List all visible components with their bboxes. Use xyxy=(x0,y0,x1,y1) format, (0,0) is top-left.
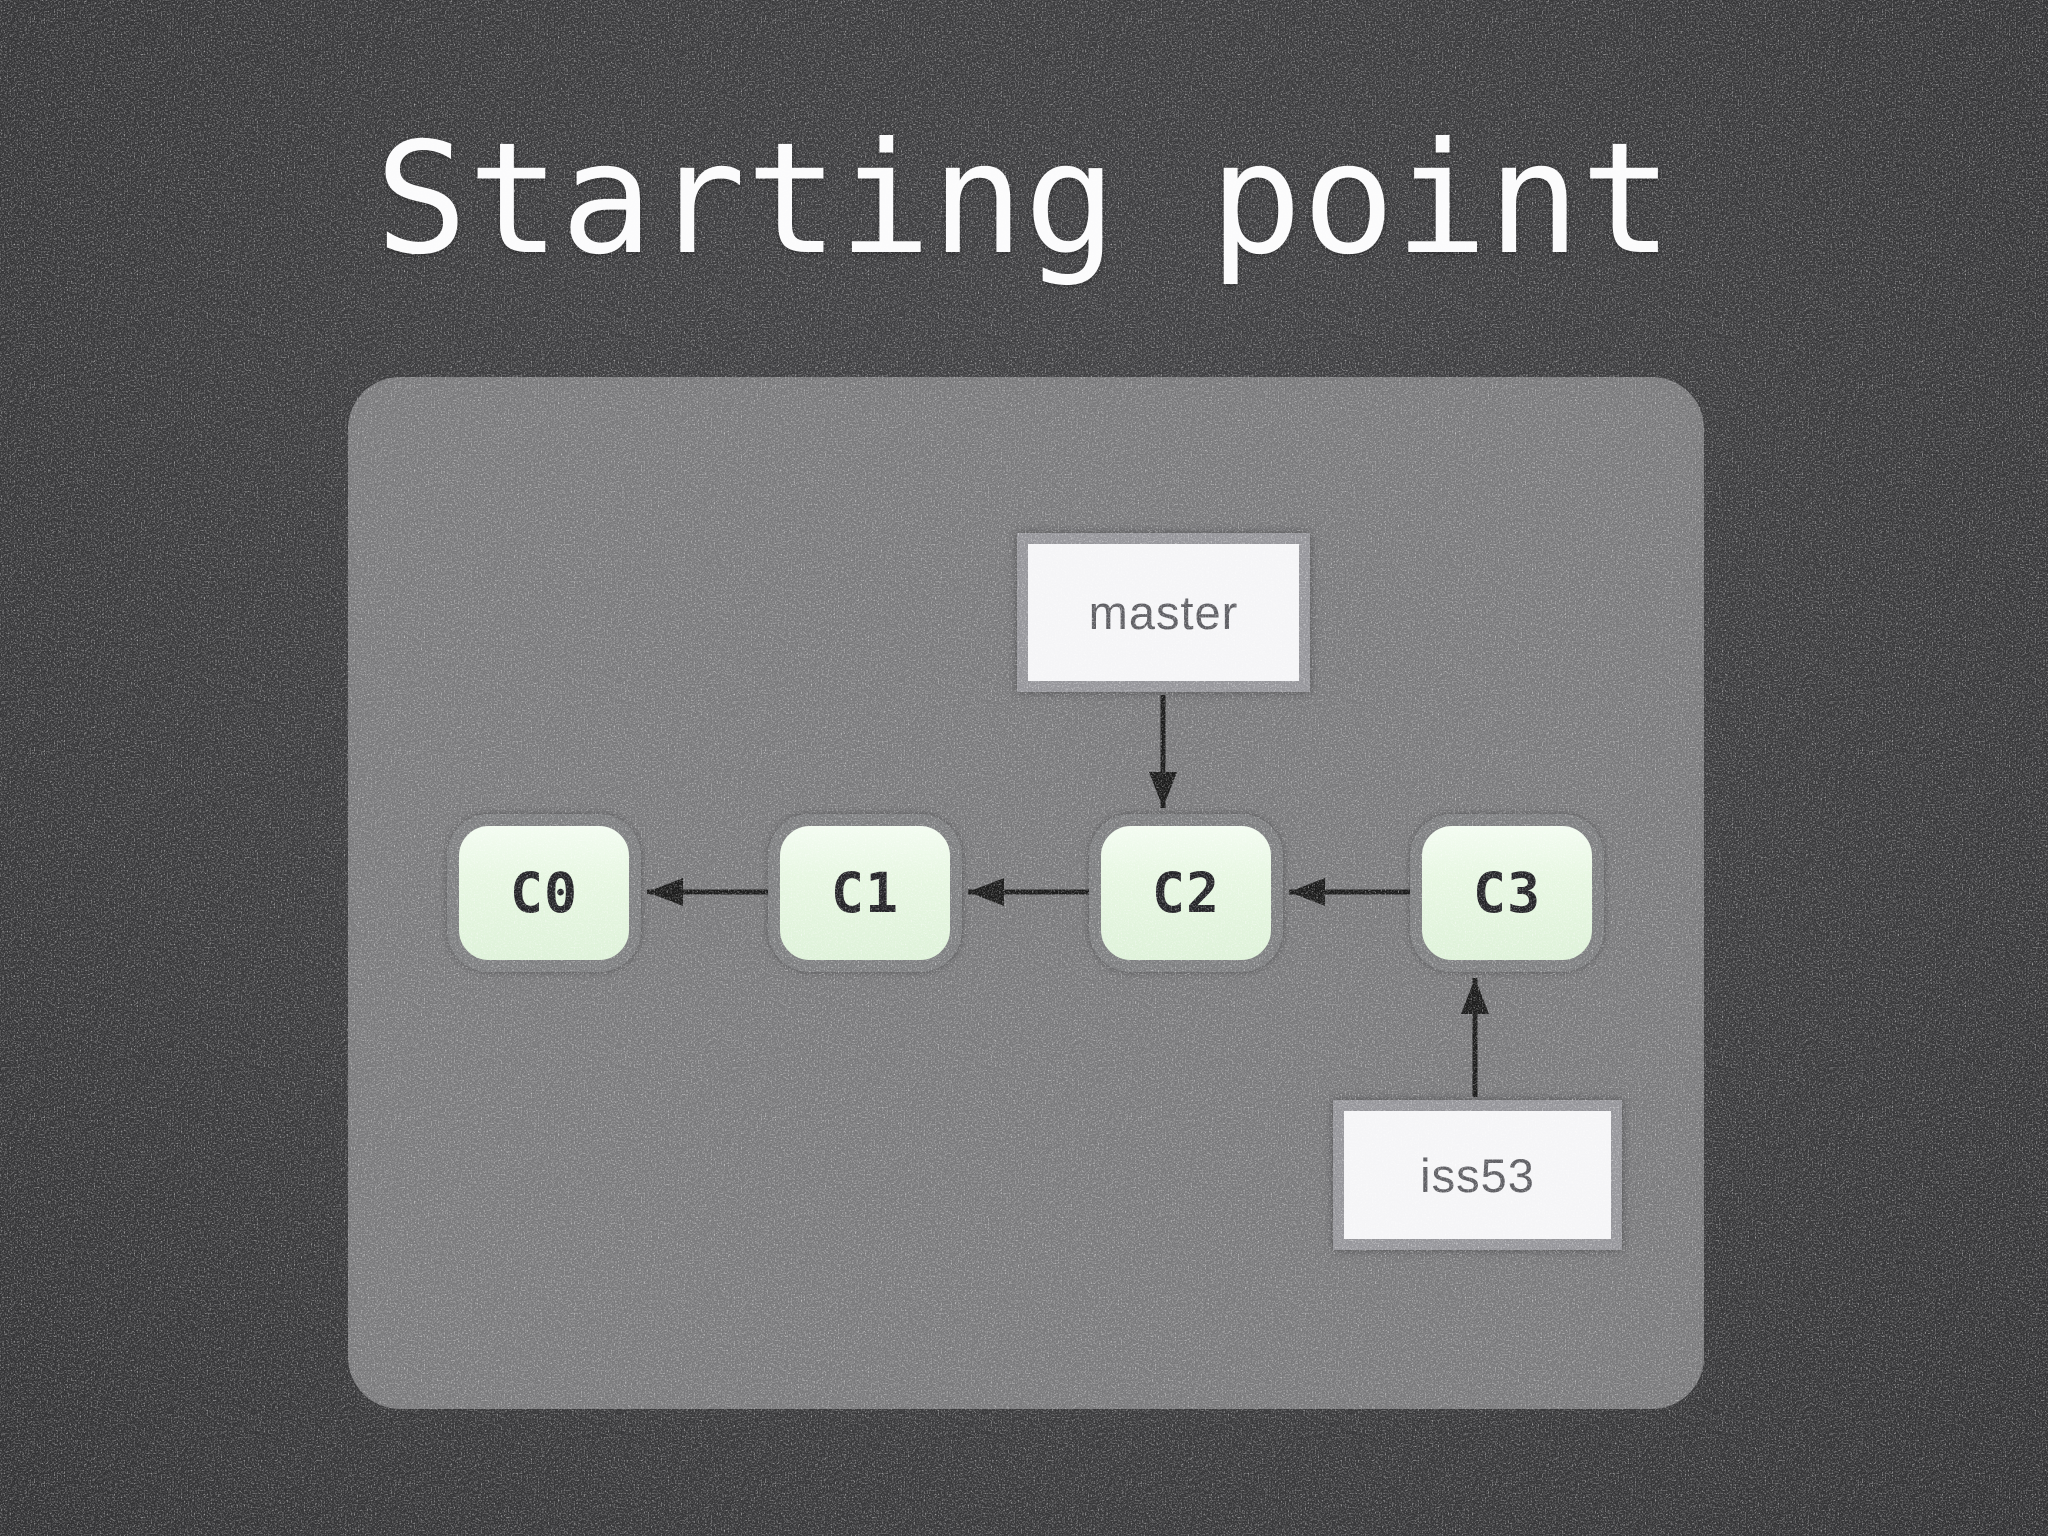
commit-node-c0: C0 xyxy=(447,814,641,972)
commit-id-text: C1 xyxy=(830,861,900,925)
commit-id-text: C3 xyxy=(1472,861,1542,925)
branch-name-text: iss53 xyxy=(1420,1148,1535,1202)
branch-label-master: master xyxy=(1017,533,1310,692)
branch-label-iss53: iss53 xyxy=(1333,1100,1622,1250)
commit-node-c3: C3 xyxy=(1410,814,1604,972)
slide-title: Starting point xyxy=(374,110,1674,289)
commit-id-text: C0 xyxy=(509,861,579,925)
commit-node-c2: C2 xyxy=(1089,814,1283,972)
diagram-panel: master C0 C1 C2 C3 iss53 xyxy=(348,377,1704,1409)
commit-node-c1: C1 xyxy=(768,814,962,972)
branch-name-text: master xyxy=(1088,586,1239,639)
commit-id-text: C2 xyxy=(1151,861,1221,925)
